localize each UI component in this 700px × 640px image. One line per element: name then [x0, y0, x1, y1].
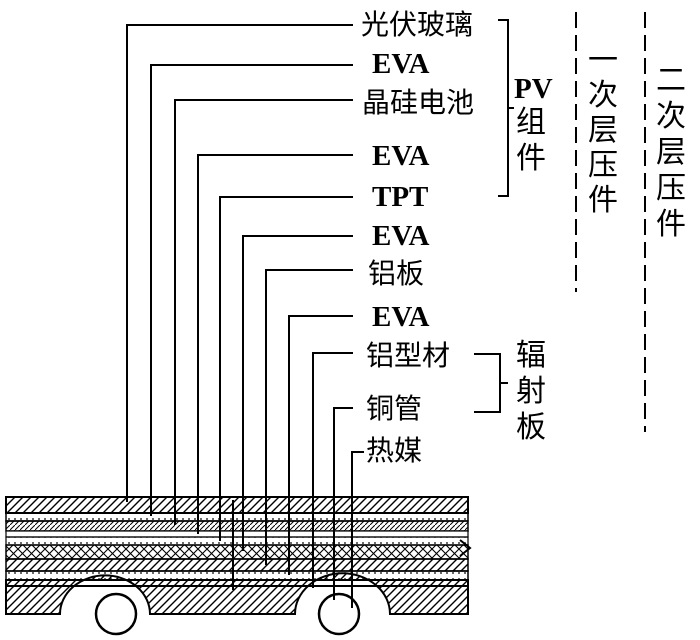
al-plate-layer	[5, 558, 469, 572]
label-eva2: EVA	[372, 140, 430, 172]
eva3-layer	[5, 544, 469, 560]
second-lam-char-2: 次	[656, 99, 686, 134]
tpt-layer	[5, 536, 469, 546]
first-lam-char-5: 件	[588, 183, 618, 218]
first-lam-char-4: 压	[588, 148, 618, 183]
eva2-layer	[5, 530, 469, 538]
second-lamination-group: 二 次 层 压 件	[644, 12, 686, 432]
label-medium: 热媒	[366, 434, 422, 467]
second-lam-char-1: 二	[656, 63, 686, 98]
glass-layer	[5, 496, 469, 514]
first-lam-char-2: 次	[588, 78, 618, 113]
label-cu-tube: 铜管	[366, 392, 422, 425]
pv-label: PV	[514, 73, 553, 105]
al-profile-layer	[5, 572, 469, 615]
pv-jian: 件	[516, 141, 546, 176]
radiator-group: 辐 射 板	[474, 338, 546, 445]
label-cell: 晶硅电池	[362, 86, 474, 119]
first-lam-char-1: 一	[588, 43, 618, 78]
second-lam-char-5: 件	[656, 207, 686, 242]
copper-tube-2	[317, 592, 361, 636]
cell-layer	[5, 520, 469, 532]
label-eva1: EVA	[372, 48, 430, 80]
first-lamination-group: 一 次 层 压 件	[575, 12, 618, 292]
radiator-char-2: 射	[516, 374, 546, 409]
first-lam-char-3: 层	[588, 113, 618, 148]
eva1-layer	[5, 512, 469, 522]
pv-zu: 组	[516, 105, 546, 140]
label-glass: 光伏玻璃	[361, 8, 473, 41]
label-al-profile: 铝型材	[366, 339, 450, 372]
radiator-char-1: 辐	[516, 338, 546, 373]
eva4-layer	[5, 570, 469, 581]
leader-lines	[126, 24, 364, 608]
label-tpt: TPT	[372, 181, 428, 213]
label-al-plate: 铝板	[368, 257, 424, 290]
label-eva4: EVA	[372, 301, 430, 333]
layer-labels: 光伏玻璃 EVA 晶硅电池 EVA TPT EVA 铝板 EVA 铝型材 铜管 …	[361, 8, 474, 467]
label-eva3: EVA	[372, 220, 430, 252]
second-lam-char-4: 压	[656, 171, 686, 206]
radiator-char-3: 板	[516, 410, 546, 445]
layer-stack	[5, 496, 472, 636]
pv-module-group: PV 组 件	[498, 19, 553, 197]
copper-tube-1	[94, 592, 138, 636]
second-lam-char-3: 层	[656, 135, 686, 170]
